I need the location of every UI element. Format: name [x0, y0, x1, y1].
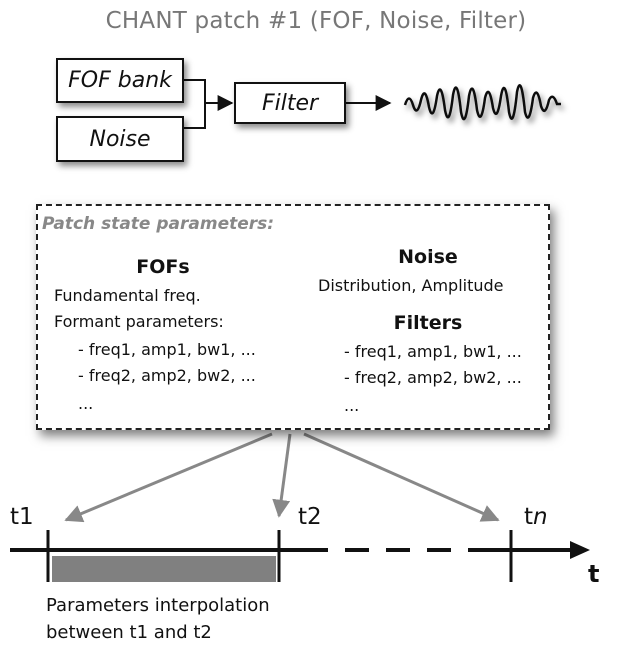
caption-line-2: between t1 and t2 — [46, 622, 212, 643]
tn-label-suffix: n — [533, 504, 548, 530]
timeline-arrowhead — [570, 541, 590, 559]
filter-label: Filter — [261, 90, 319, 116]
fofs-line-3: - freq1, amp1, bw1, ... — [78, 340, 256, 359]
caption-line-1: Parameters interpolation — [46, 595, 270, 616]
noise-block: Noise — [56, 116, 184, 162]
fofs-line-5: ... — [78, 394, 94, 413]
fofs-line-4: - freq2, amp2, bw2, ... — [78, 366, 256, 385]
interpolation-bar — [52, 556, 276, 582]
fof-bank-label: FOF bank — [68, 68, 172, 93]
axis-t-label: t — [588, 560, 600, 588]
fofs-line-1: Fundamental freq. — [54, 286, 201, 305]
fof-connector — [184, 79, 206, 103]
noise-heading: Noise — [398, 246, 458, 268]
noise-connector — [184, 103, 206, 129]
interpolation-caption: Parameters interpolation between t1 and … — [46, 592, 270, 646]
tn-label-prefix: t — [524, 504, 534, 530]
noise-label: Noise — [89, 126, 151, 152]
arrow-to-tn — [303, 432, 500, 522]
fof-bank-block: FOF bank — [56, 58, 184, 103]
filters-line-3: ... — [344, 396, 360, 415]
filters-line-2: - freq2, amp2, bw2, ... — [344, 368, 522, 387]
noise-line: Distribution, Amplitude — [318, 276, 504, 295]
filter-block: Filter — [234, 82, 346, 124]
waveform-icon — [403, 84, 561, 121]
t1-label: t1 — [10, 504, 34, 530]
fofs-line-2: Formant parameters: — [54, 312, 224, 331]
arrow-to-t1 — [64, 432, 273, 523]
page-title: CHANT patch #1 (FOF, Noise, Filter) — [105, 8, 527, 34]
patch-parameters-title: Patch state parameters: — [42, 214, 275, 234]
fofs-heading: FOFs — [136, 256, 190, 278]
t2-label: t2 — [298, 504, 322, 530]
filters-line-1: - freq1, amp1, bw1, ... — [344, 342, 522, 361]
patch-parameters-box: Patch state parameters: FOFs Fundamental… — [36, 204, 550, 430]
tn-label: tn — [524, 504, 548, 530]
filters-heading: Filters — [393, 312, 463, 334]
arrow-to-t2 — [272, 433, 292, 518]
